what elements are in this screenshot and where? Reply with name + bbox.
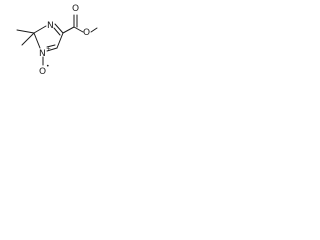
atom-carbonyl-oxygen: O (72, 4, 79, 14)
atom-n-oxide-charge: + (46, 46, 51, 53)
bond-c5-n1 (46, 47, 58, 52)
structure-diagram: N N + O • O O (16, 4, 98, 77)
atom-ring-nitrogen: N (47, 21, 54, 31)
bond-n3-c4 (54, 23, 64, 34)
bond-n3-c4-double (53, 27, 61, 36)
bond-c4-carbonyl-c (62, 26, 75, 34)
bond-ester-o-methyl (90, 27, 98, 33)
bond-c2-methyl-a (16, 29, 35, 34)
bond-c5-n1-double (46, 44, 56, 48)
atom-n-oxide-oxygen: O (39, 67, 46, 77)
atom-n-oxide-oxygen-radical: • (46, 63, 50, 70)
bond-c4-c5 (56, 32, 64, 49)
atom-n-oxide-nitrogen: N (39, 49, 46, 59)
bond-n1-c2 (33, 32, 41, 49)
atom-ester-oxygen: O (83, 28, 90, 38)
bond-c2-methyl-b (21, 32, 35, 46)
bond-carbonyl-c-ester-o (73, 26, 84, 33)
bond-c2-n3 (33, 25, 47, 34)
